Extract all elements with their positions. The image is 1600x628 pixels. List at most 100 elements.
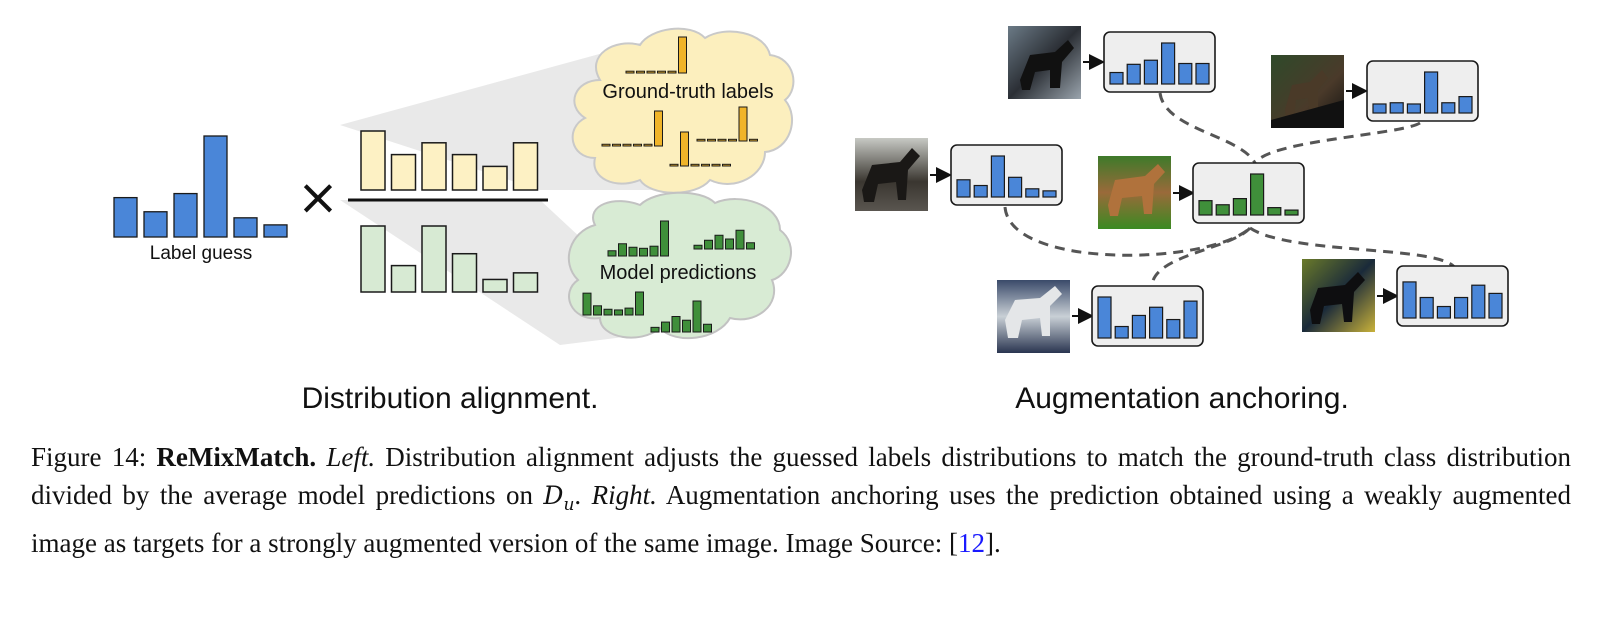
model-pred-dist-bar-5 — [482, 278, 508, 293]
math-subscript: u — [563, 495, 575, 515]
aug-box-1-bar-1 — [1372, 103, 1387, 114]
mp-a-bar-1 — [607, 250, 617, 257]
mp-c-bar-2 — [593, 305, 602, 316]
gt-mid-bar-2 — [680, 131, 689, 167]
caption-text-3: Augmentation anchoring uses the predicti… — [31, 480, 1572, 558]
horse-image-6 — [1302, 259, 1375, 332]
aug-box-4-bar-3 — [1436, 305, 1452, 319]
figure-caption: Figure 14: ReMixMatch. Left. Distributio… — [31, 438, 1571, 562]
gt-right-bar-6 — [749, 138, 758, 142]
mp-c-bar-6 — [635, 291, 644, 316]
horse-image-4 — [1098, 156, 1171, 229]
mp-d-bar-1 — [650, 326, 660, 333]
anchor-box-bar-6 — [1284, 209, 1299, 216]
mp-b-bar-2 — [704, 239, 713, 250]
aug-box-1-bar-5 — [1441, 102, 1456, 114]
caption-text-1: Distribution alignment adjusts the guess… — [31, 442, 1572, 510]
model-pred-dist-bar-6 — [512, 272, 539, 293]
ground-truth-dist-bar-6 — [512, 142, 539, 191]
left-panel-caption: Distribution alignment. — [302, 382, 599, 415]
horse-image-5 — [997, 280, 1070, 353]
caption-title: ReMixMatch. — [156, 442, 317, 472]
weak-augment-anchor-prediction — [1192, 162, 1305, 224]
aug-box-4-bar-4 — [1453, 296, 1469, 319]
caption-text-2: . — [574, 480, 582, 510]
mp-b-bar-5 — [735, 229, 745, 250]
aug-box-4-bar-2 — [1419, 296, 1434, 319]
label-guess-bar-4 — [203, 135, 228, 238]
mp-c-bar-1 — [582, 292, 592, 316]
gt-right-bar-1 — [696, 138, 706, 142]
label-guess-bar-3 — [173, 192, 198, 238]
aug-box-1-bar-4 — [1423, 71, 1439, 114]
anchor-box-bar-5 — [1267, 207, 1282, 216]
model-pred-dist-bar-2 — [390, 264, 417, 293]
caption-text-4: ]. — [984, 528, 1001, 558]
ground-truth-dist-bar-4 — [451, 153, 478, 191]
math-d-u: Du — [543, 481, 574, 515]
horse-image-1 — [1008, 26, 1081, 99]
strong-augment-prediction-1 — [1103, 31, 1216, 93]
strong-augment-prediction-3 — [950, 144, 1063, 206]
aug-box-2-bar-5 — [1025, 188, 1040, 198]
mp-b-bar-4 — [725, 238, 734, 250]
gt-left-bar-5 — [643, 143, 653, 147]
mp-d-bar-6 — [703, 323, 712, 333]
mp-a-bar-5 — [649, 245, 659, 257]
anchor-box-bar-1 — [1198, 200, 1213, 216]
model-pred-dist-bar-4 — [451, 252, 478, 293]
ground-truth-dist-bar-2 — [390, 153, 417, 191]
gt-right-bar-2 — [707, 138, 716, 142]
reference-link[interactable]: 12 — [957, 528, 985, 558]
augmentation-anchoring-panel: Augmentation anchoring. — [855, 26, 1509, 415]
model-prediction-distribution-chart — [360, 225, 539, 293]
gt-left-bar-4 — [633, 143, 642, 147]
ground-truth-cloud: Ground-truth labels — [571, 27, 795, 194]
aug-box-1-bar-3 — [1406, 103, 1422, 114]
model-predictions-text: Model predictions — [600, 262, 757, 284]
mp-d-bar-3 — [671, 316, 681, 333]
gt-right-bar-5 — [738, 106, 748, 142]
aug-box-2-bar-4 — [1007, 176, 1023, 198]
aug-box-0-bar-4 — [1160, 42, 1176, 85]
horse-image-2 — [1271, 55, 1344, 128]
label-guess-bar-5 — [233, 217, 258, 238]
label-guess-chart — [113, 135, 288, 238]
gt-mid-bar-1 — [669, 163, 679, 167]
aug-box-4-bar-5 — [1471, 284, 1486, 319]
figure-label: Figure 14: — [31, 442, 147, 472]
ground-truth-distribution-chart — [360, 130, 539, 191]
gt-mid-bar-6 — [722, 163, 731, 167]
gt-left-bar-6 — [654, 110, 663, 147]
mp-d-bar-2 — [661, 321, 670, 333]
ground-truth-dist-bar-3 — [421, 142, 447, 191]
aug-box-0-bar-6 — [1195, 62, 1210, 85]
ground-truth-dist-bar-5 — [482, 165, 508, 191]
gt-right-bar-4 — [728, 138, 737, 142]
mp-c-bar-5 — [624, 307, 634, 316]
ground-truth-labels-text: Ground-truth labels — [602, 81, 773, 103]
gt-top-bar-6 — [678, 36, 687, 74]
aug-box-2-bar-3 — [990, 155, 1006, 198]
gt-top-bar-2 — [636, 70, 645, 74]
aug-box-2-bar-6 — [1042, 190, 1057, 198]
aug-box-2-bar-2 — [973, 184, 988, 198]
label-guess-text: Label guess — [150, 243, 252, 264]
aug-box-3-bar-4 — [1148, 306, 1164, 339]
image-to-prediction-arrows — [930, 54, 1399, 324]
caption-right-word: Right. — [591, 480, 657, 510]
right-panel-caption: Augmentation anchoring. — [1015, 382, 1349, 415]
mp-b-bar-6 — [746, 242, 755, 250]
aug-box-3-bar-3 — [1131, 314, 1147, 339]
distribution-alignment-panel: Label guess × Ground-truth labels Model … — [113, 27, 795, 415]
anchor-connections — [1003, 92, 1457, 289]
caption-left-word: Left. — [326, 442, 376, 472]
gt-left-bar-1 — [601, 143, 611, 147]
mp-c-bar-4 — [614, 309, 623, 316]
mp-a-bar-2 — [618, 243, 627, 257]
aug-box-1-bar-2 — [1389, 102, 1404, 114]
aug-box-0-bar-1 — [1109, 71, 1124, 85]
gt-mid-bar-3 — [690, 163, 700, 167]
gt-top-bar-1 — [625, 70, 635, 74]
